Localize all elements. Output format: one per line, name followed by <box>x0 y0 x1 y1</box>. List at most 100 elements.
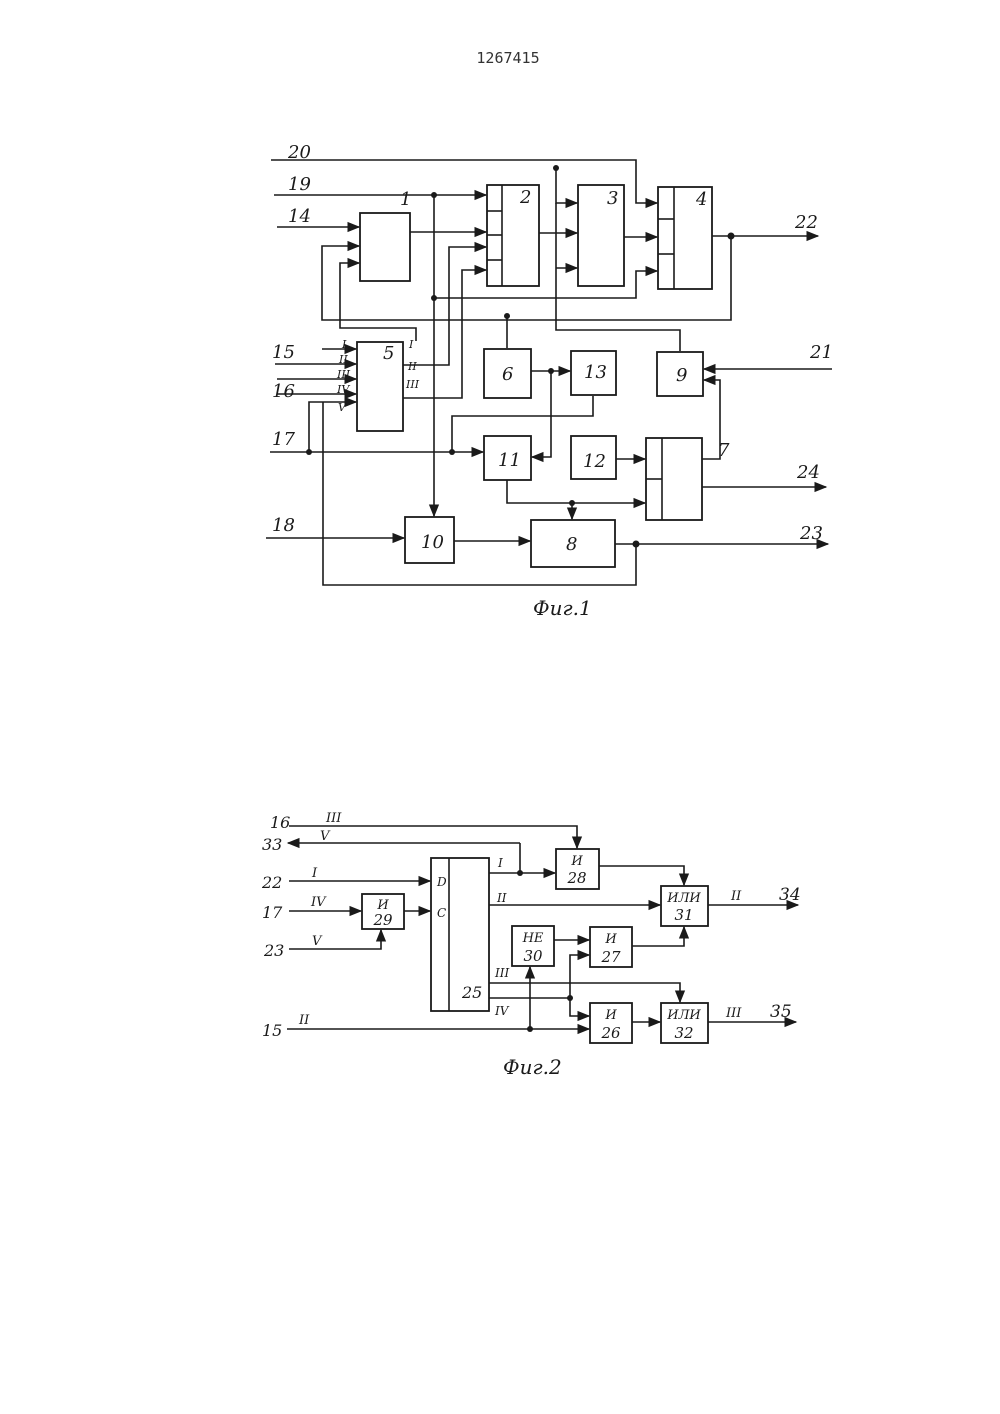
junction <box>567 995 573 1001</box>
line-17-label: 17 <box>262 903 283 922</box>
block-2-label: 2 <box>519 187 531 208</box>
wire-16-to-28 <box>289 826 577 848</box>
port-25-out-III: III <box>494 966 509 980</box>
output-22-label: 22 <box>794 212 818 233</box>
output-35-roman: III <box>725 1006 742 1021</box>
line-23-roman: V <box>312 934 323 949</box>
figure-2-caption: Фиг.2 <box>503 1055 562 1079</box>
block-4-label: 4 <box>695 189 707 210</box>
port-5-in-V: V <box>338 401 347 414</box>
junction <box>553 165 559 171</box>
port-25-out-I: I <box>497 856 503 870</box>
block-25-input-C: C <box>437 906 446 920</box>
block-10-label: 10 <box>421 532 444 553</box>
junction <box>527 1026 533 1032</box>
wire-20-to-3 <box>556 168 577 203</box>
wire-25III-to-32 <box>489 983 680 1002</box>
port-25-out-II: II <box>496 891 507 905</box>
block-3-label: 3 <box>607 188 618 209</box>
block-32-label: 32 <box>674 1024 693 1042</box>
block-11-label: 11 <box>498 450 521 471</box>
wire-23-to-29 <box>289 930 381 949</box>
wire-17-to-5IV <box>309 402 356 452</box>
block-30-label: 30 <box>523 947 543 965</box>
block-1-label: 1 <box>400 189 411 210</box>
block-27-label: 27 <box>600 948 621 966</box>
block-25-label: 25 <box>461 983 482 1002</box>
figure-1-caption: Фиг.1 <box>533 596 592 620</box>
junction <box>431 295 437 301</box>
junction <box>548 368 554 374</box>
document-number: 1267415 <box>476 49 539 67</box>
port-5-in-III: III <box>336 368 351 381</box>
line-23-label: 23 <box>263 941 284 960</box>
block-30-op: НЕ <box>522 931 544 946</box>
wire-25IV-to-26 <box>570 998 589 1016</box>
block-32-op: ИЛИ <box>666 1008 701 1023</box>
output-34-roman: II <box>730 889 742 904</box>
block-13-label: 13 <box>584 362 607 383</box>
output-35-label: 35 <box>770 1002 792 1022</box>
block-28-label: 28 <box>566 869 586 887</box>
output-34-label: 34 <box>779 885 801 905</box>
port-5-in-II: II <box>338 353 348 366</box>
junction <box>449 449 455 455</box>
input-19-label: 19 <box>288 174 311 195</box>
input-21-label: 21 <box>809 342 833 363</box>
wire-11-to-7 <box>507 480 645 503</box>
line-22-label: 22 <box>261 873 282 892</box>
junction <box>504 313 510 319</box>
wire-13-to-11 <box>532 371 551 457</box>
line-16-label: 16 <box>270 813 290 832</box>
block-9-label: 9 <box>676 365 687 386</box>
port-5-in-IV: IV <box>336 383 350 396</box>
block-5-label: 5 <box>383 343 394 364</box>
port-25-out-IV: IV <box>494 1004 510 1018</box>
port-5-out-III: III <box>405 378 420 391</box>
output-23-label: 23 <box>799 523 823 544</box>
block-31-label: 31 <box>674 906 693 924</box>
block-25-input-D: D <box>436 875 447 889</box>
junction <box>431 192 437 198</box>
output-24-label: 24 <box>796 462 820 483</box>
junction <box>517 870 523 876</box>
input-18-label: 18 <box>272 515 295 536</box>
wire-28-to-31 <box>599 866 684 885</box>
line-15-label: 15 <box>262 1021 282 1040</box>
port-5-out-I: I <box>408 338 414 351</box>
junction <box>306 449 312 455</box>
block-12-label: 12 <box>583 451 606 472</box>
junction <box>728 233 735 240</box>
port-5-out-II: II <box>407 360 417 373</box>
line-15-roman: II <box>298 1013 310 1028</box>
input-14-label: 14 <box>288 206 311 227</box>
line-33-label: 33 <box>262 835 282 854</box>
junction <box>633 541 640 548</box>
block-26-op: И <box>604 1008 617 1023</box>
block-5 <box>357 342 403 431</box>
figure-1: 1 2 3 4 5 6 7 8 9 10 11 12 13 <box>266 142 833 620</box>
line-33-roman: V <box>320 829 331 844</box>
line-17-roman: IV <box>310 895 327 910</box>
input-16-label: 16 <box>272 381 295 402</box>
block-29-label: 29 <box>372 911 393 929</box>
block-26-label: 26 <box>600 1024 621 1042</box>
input-20-label: 20 <box>287 142 311 163</box>
input-17-label: 17 <box>272 429 295 450</box>
block-27-op: И <box>604 932 617 947</box>
wire-5II-to-2 <box>403 247 486 365</box>
wire-27-to-31 <box>632 927 684 946</box>
block-31-op: ИЛИ <box>666 891 701 906</box>
junction <box>569 500 575 506</box>
block-8-label: 8 <box>566 534 577 555</box>
block-28-op: И <box>570 854 583 869</box>
line-16-roman: III <box>325 811 342 826</box>
figure-2: D C 25 И 28 И 29 НЕ 30 И 27 И 26 ИЛИ 31 … <box>261 811 801 1079</box>
block-1 <box>360 213 410 281</box>
port-5-in-I: I <box>341 338 347 351</box>
input-15-label: 15 <box>272 342 295 363</box>
block-6-label: 6 <box>502 364 513 385</box>
line-22-roman: I <box>311 866 318 881</box>
